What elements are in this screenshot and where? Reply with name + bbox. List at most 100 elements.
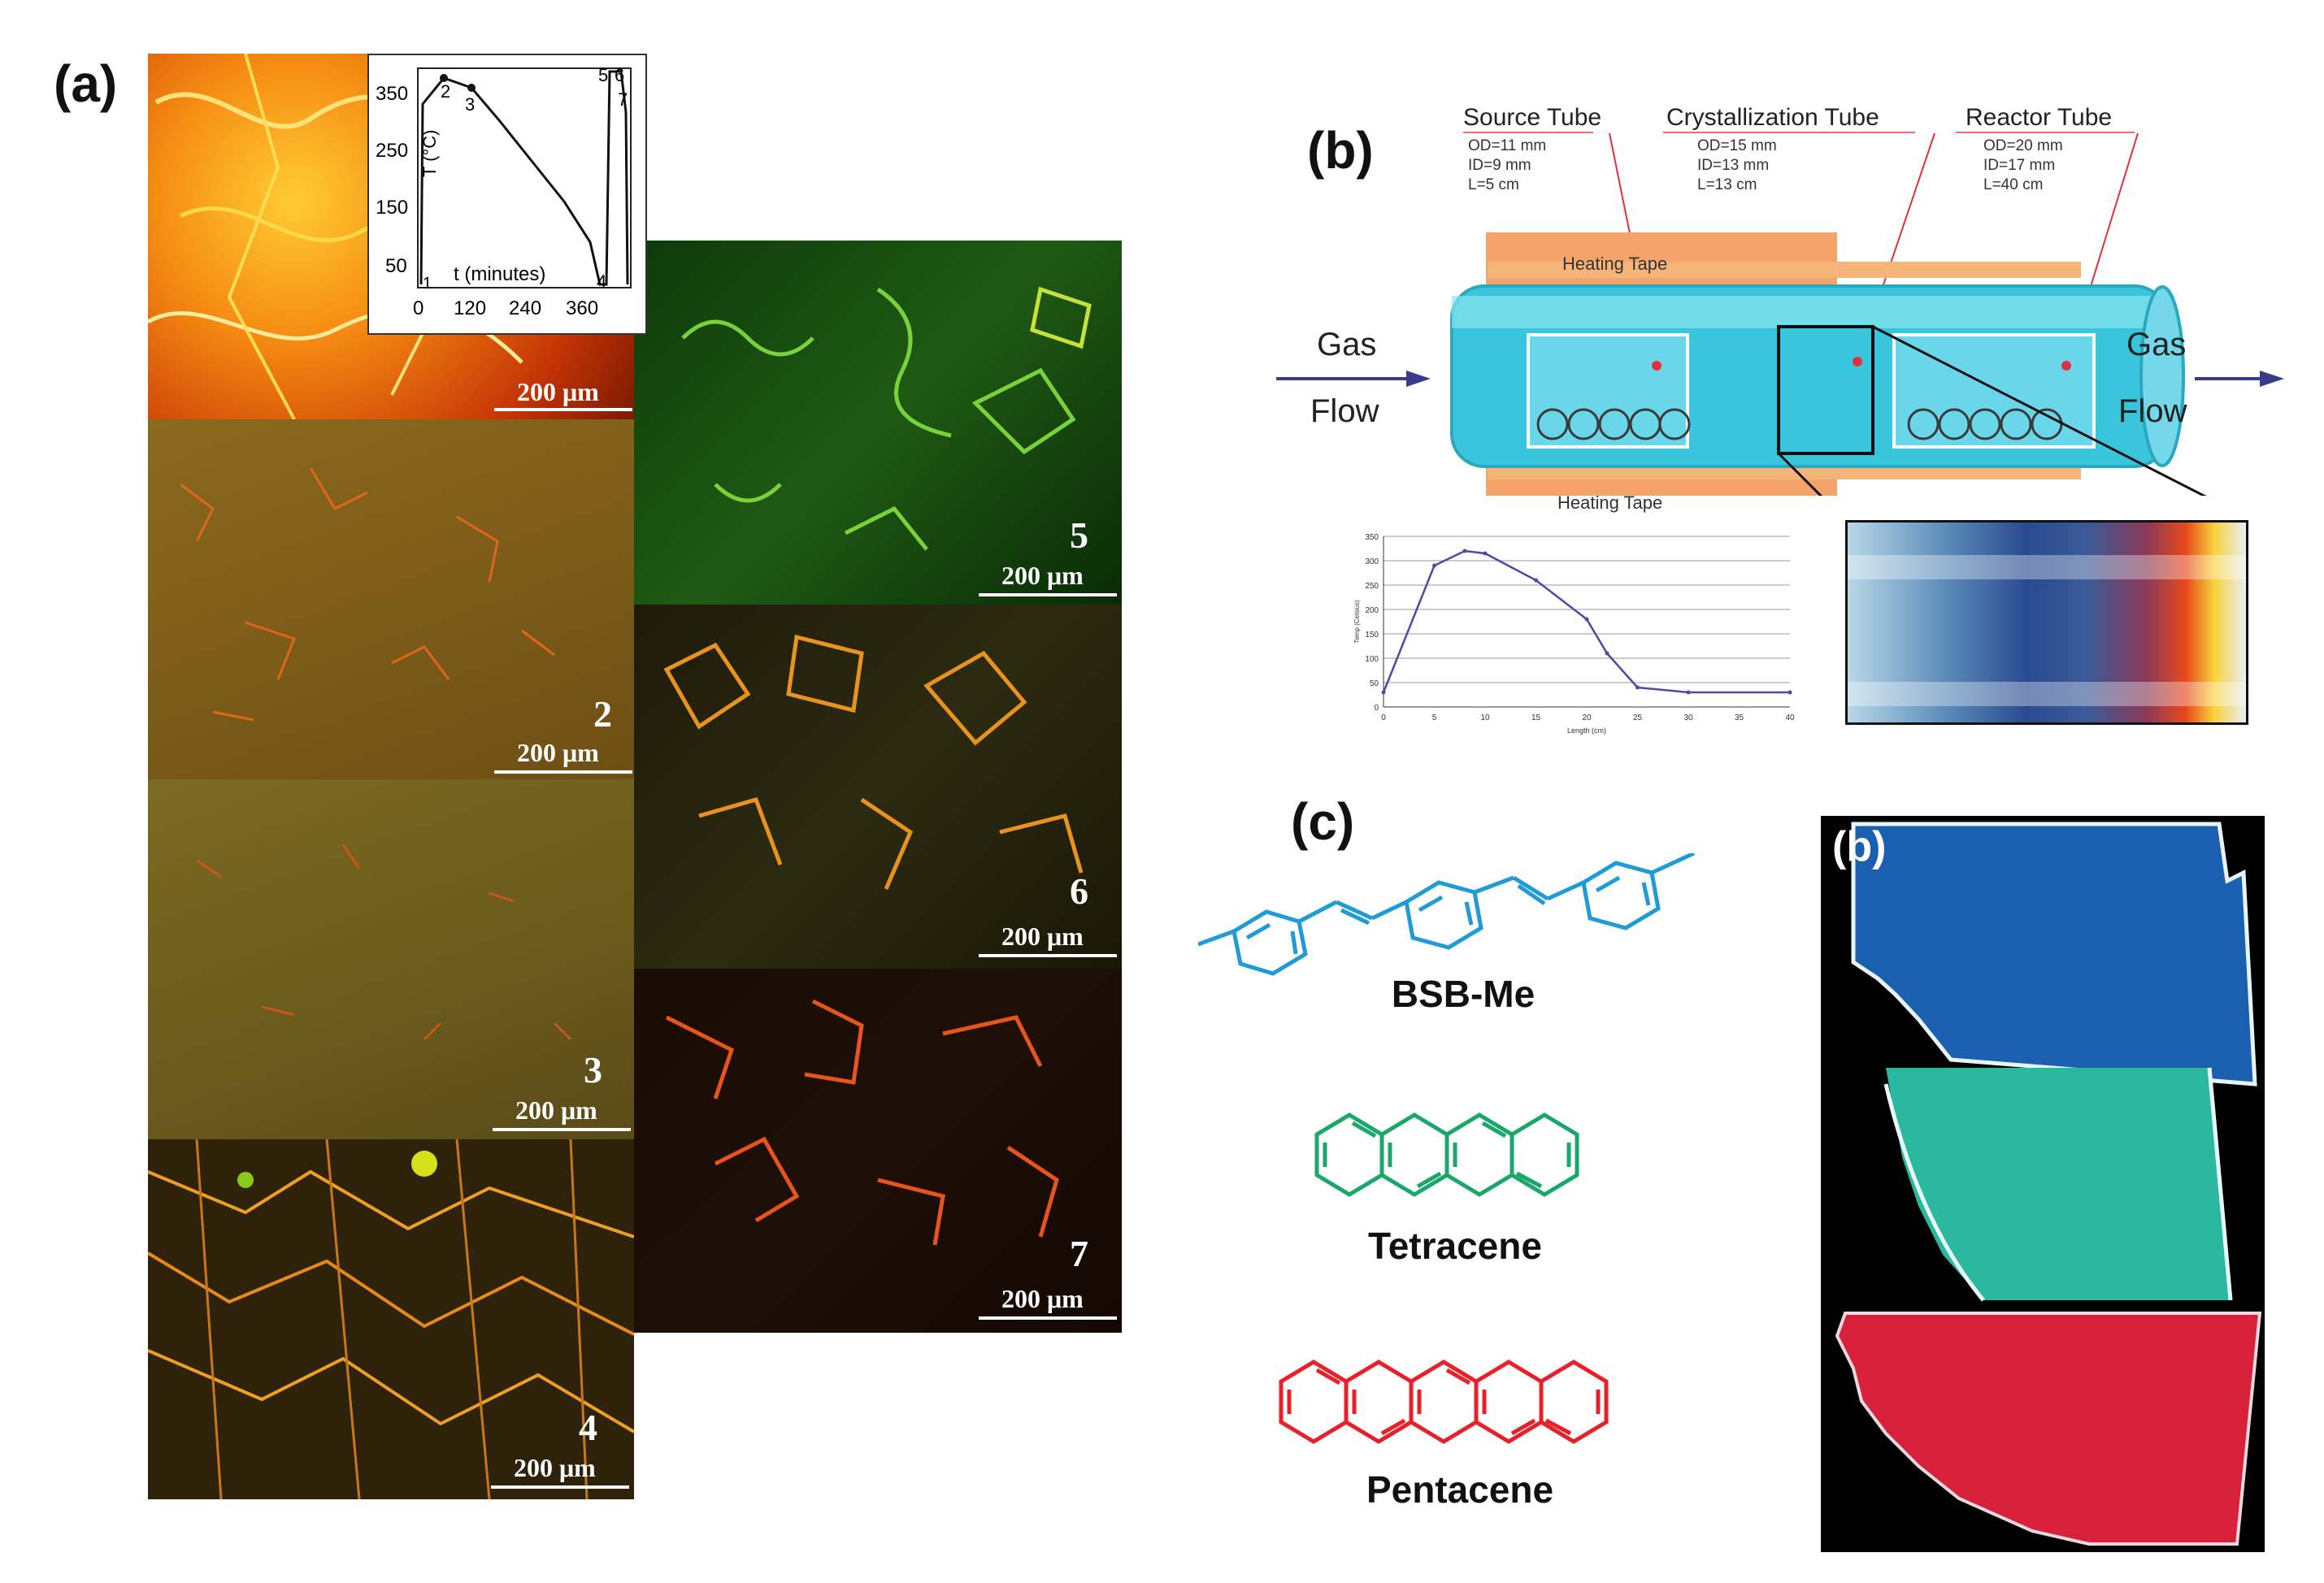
heating-tape-top-label: Heating Tape bbox=[1562, 254, 1668, 274]
inset-ytick-50: 50 bbox=[385, 255, 407, 277]
frame-2-number: 2 bbox=[593, 693, 612, 735]
frame-7-texture bbox=[665, 999, 1059, 1246]
inset-point-1: 1 bbox=[423, 275, 432, 293]
inset-point-3: 3 bbox=[465, 94, 476, 115]
reactor-tube-id: ID=17 mm bbox=[1983, 157, 2056, 174]
frame-3-scale-label: 200 μm bbox=[515, 1095, 597, 1125]
inset-xtick-240: 240 bbox=[509, 297, 542, 319]
micrograph-frame-5 bbox=[634, 241, 1122, 605]
reactor-tube-underline bbox=[1956, 132, 2135, 133]
frame-6-scale-bar bbox=[979, 954, 1117, 957]
frame-6-number: 6 bbox=[1070, 870, 1088, 912]
bsb-me-structure bbox=[1198, 853, 1696, 976]
reactor-tube-length: L=40 cm bbox=[1983, 176, 2044, 193]
crystallization-zone bbox=[1777, 325, 1874, 455]
frame-6-texture bbox=[663, 634, 1084, 890]
chart-xtick-label: 15 bbox=[1531, 713, 1541, 722]
inset-xtick-0: 0 bbox=[413, 297, 424, 319]
chart-data-point bbox=[1788, 690, 1792, 695]
inset-point-7: 7 bbox=[618, 89, 628, 110]
pentacene-label: Pentacene bbox=[1366, 1468, 1554, 1511]
heating-tape-bottom-label: Heating Tape bbox=[1557, 492, 1663, 513]
frame-5-scale-bar bbox=[979, 593, 1117, 596]
bsb-me-label: BSB-Me bbox=[1391, 973, 1536, 1015]
source-tube-id: ID=9 mm bbox=[1468, 157, 1531, 174]
chart-xlabel: Length (cm) bbox=[1567, 726, 1606, 735]
chart-data-point bbox=[1381, 690, 1386, 695]
micrograph-frame-7 bbox=[634, 969, 1122, 1333]
panel-c-label: (c) bbox=[1291, 792, 1355, 851]
frame-5-scale-label: 200 μm bbox=[1001, 561, 1084, 590]
source-tube-length: L=5 cm bbox=[1468, 176, 1519, 193]
heating-tape-top bbox=[1486, 232, 1837, 289]
chart-xtick-label: 0 bbox=[1381, 713, 1386, 722]
frame-5-texture bbox=[681, 286, 1092, 551]
frame-3-number: 3 bbox=[584, 1049, 602, 1091]
chart-data-point bbox=[1605, 651, 1609, 656]
frame-7-number: 7 bbox=[1070, 1233, 1088, 1274]
inset-ytick-250: 250 bbox=[376, 140, 409, 162]
apparatus-diagram bbox=[1276, 132, 2284, 496]
chart-data-point bbox=[1635, 685, 1640, 690]
pentacene-crystal bbox=[1835, 1312, 2262, 1546]
chart-xtick-label: 35 bbox=[1735, 713, 1744, 722]
frame-2-scale-label: 200 μm bbox=[517, 738, 599, 767]
tetracene-crystal bbox=[1886, 1068, 2231, 1300]
chart-ytick-label: 150 bbox=[1365, 631, 1379, 640]
chart-ytick-label: 350 bbox=[1365, 533, 1379, 542]
reactor-tube-title: Reactor Tube bbox=[1966, 104, 2113, 131]
chart-data-point bbox=[1462, 549, 1467, 553]
inset-temperature-plot: T (°C) t (minutes) 350 250 150 50 0 120 … bbox=[367, 54, 647, 335]
chart-data-point bbox=[1432, 563, 1436, 568]
chart-ytick-label: 200 bbox=[1365, 606, 1379, 615]
micrograph-frame-6 bbox=[634, 605, 1122, 969]
crystallization-tube-underline bbox=[1663, 132, 1915, 133]
frame-3-texture bbox=[196, 844, 572, 1041]
chart-ytick-label: 50 bbox=[1370, 679, 1379, 688]
chart-xtick-label: 5 bbox=[1432, 713, 1437, 722]
chart-xtick-label: 40 bbox=[1785, 713, 1795, 722]
frame-1-scale-bar bbox=[494, 408, 632, 411]
tetracene-structure bbox=[1314, 1112, 1579, 1197]
gas-flow-right-line1: Gas bbox=[2126, 327, 2187, 362]
micrograph-frame-4 bbox=[148, 1139, 634, 1499]
reactor-tube-od: OD=20 mm bbox=[1983, 137, 2063, 154]
inset-ytick-350: 350 bbox=[376, 83, 409, 105]
frame-7-scale-bar bbox=[979, 1316, 1117, 1320]
gas-flow-right-line2: Flow bbox=[2118, 393, 2187, 429]
gas-flow-left-line1: Gas bbox=[1317, 327, 1377, 362]
inset-xlabel: t (minutes) bbox=[454, 263, 546, 285]
chart-ylabel: Temp (Celsius) bbox=[1353, 600, 1361, 644]
gas-flow-left-line2: Flow bbox=[1310, 393, 1379, 429]
panel-b2-label: (b) bbox=[1832, 823, 1887, 870]
chart-xtick-label: 25 bbox=[1633, 713, 1643, 722]
frame-6-scale-label: 200 μm bbox=[1001, 922, 1084, 951]
crystal-photos-panel: (b) bbox=[1821, 816, 2265, 1552]
source-tube bbox=[1527, 333, 1689, 449]
inset-xtick-360: 360 bbox=[566, 297, 599, 319]
source-tube-underline bbox=[1463, 132, 1593, 133]
crystallization-tube-od: OD=15 mm bbox=[1697, 137, 1777, 154]
frame-4-number: 4 bbox=[579, 1407, 597, 1448]
chart-xtick-label: 20 bbox=[1582, 713, 1592, 722]
chart-series-line bbox=[1382, 549, 1790, 694]
inset-point-5: 5 bbox=[598, 65, 609, 85]
frame-3-scale-bar bbox=[493, 1128, 631, 1131]
frame-2-texture bbox=[180, 467, 555, 722]
inset-point-4: 4 bbox=[597, 271, 607, 292]
micrograph-frame-3 bbox=[148, 779, 634, 1139]
frame-7-scale-label: 200 μm bbox=[1001, 1284, 1084, 1313]
chart-ytick-label: 250 bbox=[1365, 582, 1379, 591]
panel-a-label: (a) bbox=[54, 54, 118, 113]
chart-ytick-label: 300 bbox=[1365, 557, 1379, 566]
chart-data-point bbox=[1483, 551, 1488, 556]
frame-4-texture bbox=[148, 1139, 634, 1499]
chart-xtick-label: 30 bbox=[1683, 713, 1693, 722]
crystallization-tube-length: L=13 cm bbox=[1697, 176, 1757, 193]
chart-data-point bbox=[1584, 617, 1589, 622]
crystal-photo-inset bbox=[1845, 520, 2248, 725]
pentacene-structure bbox=[1279, 1360, 1609, 1444]
panel-b-label: (b) bbox=[1307, 121, 1374, 180]
crystallization-tube-id: ID=13 mm bbox=[1697, 157, 1770, 174]
